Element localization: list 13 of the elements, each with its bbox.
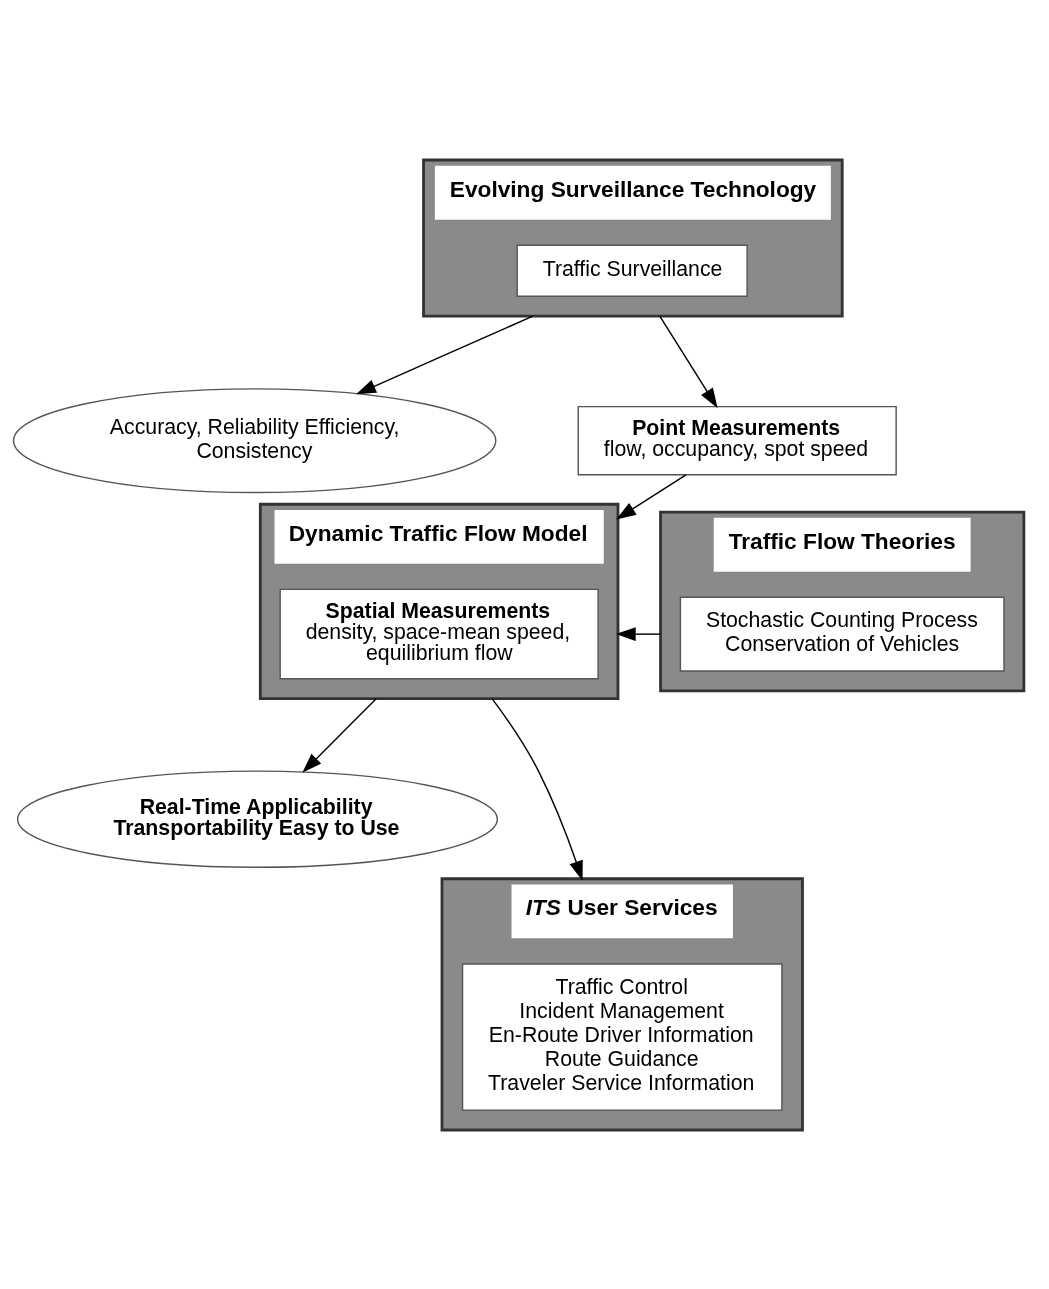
node-box: Stochastic Counting Process Conservation of Vehicles bbox=[679, 596, 1005, 672]
arrow bbox=[615, 626, 662, 641]
arrow bbox=[302, 697, 377, 773]
node-box: Traffic Surveillance bbox=[516, 244, 748, 297]
arrow bbox=[356, 314, 534, 394]
node-box: Traffic Control Incident Management En-Route Driver Information Route Guidance Traveler Service Information bbox=[461, 962, 783, 1111]
node-ellipse: Accuracy, Reliability Efficiency, Consistency bbox=[12, 387, 497, 493]
node-box: Point Measurements flow, occupancy, spot speed bbox=[577, 405, 897, 475]
arrow bbox=[659, 314, 718, 408]
arrow bbox=[616, 473, 687, 519]
node-box: Spatial Measurements density, space-mean speed, equilibrium flow bbox=[279, 588, 599, 680]
arrow bbox=[491, 697, 583, 881]
node-ellipse: Real-Time Applicability Transportability Easy to Use bbox=[16, 769, 499, 868]
